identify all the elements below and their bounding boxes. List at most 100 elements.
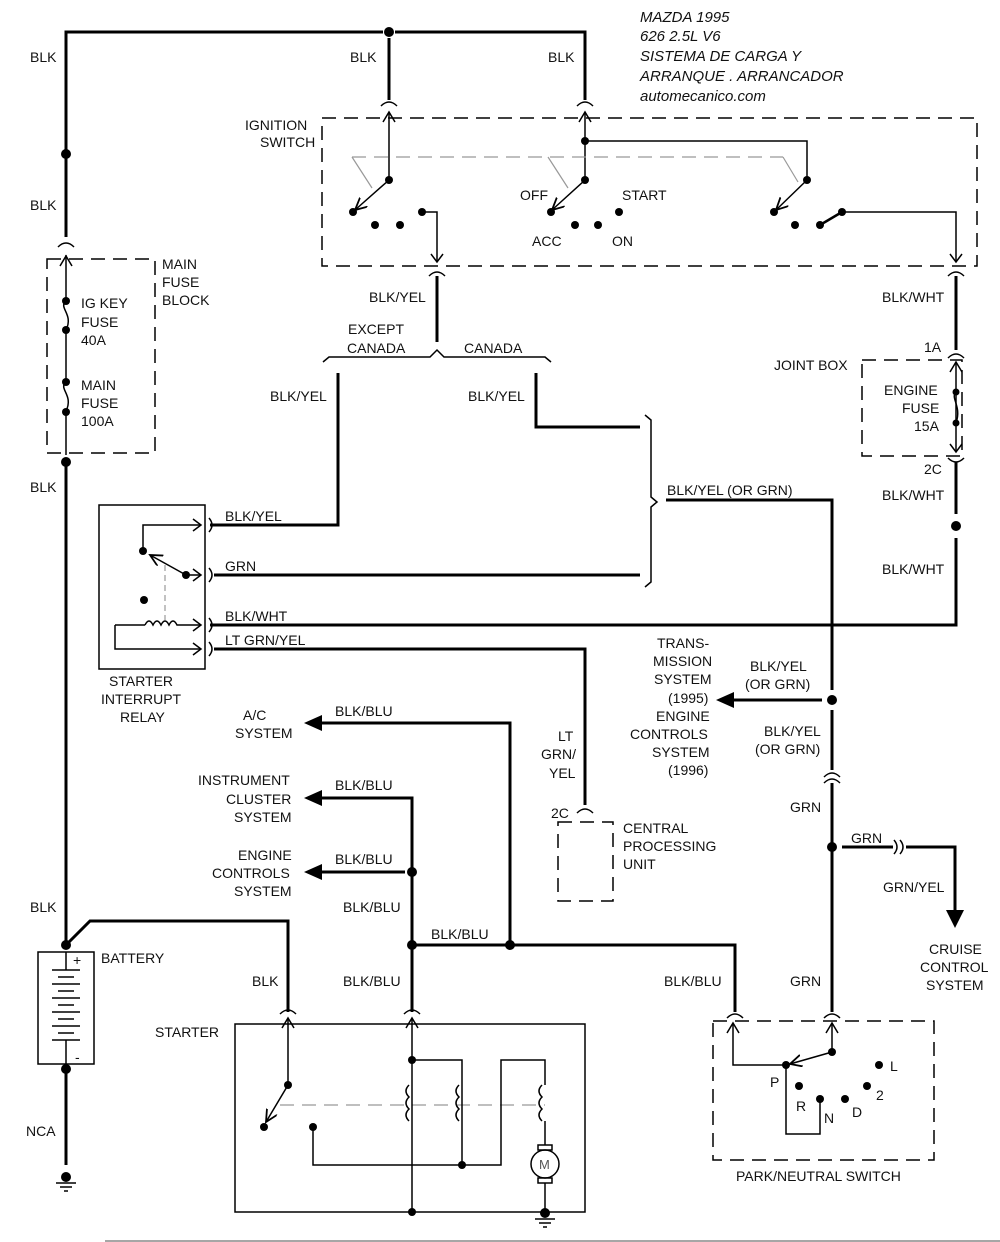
motor-label: M <box>539 1157 550 1172</box>
ignition-switch: IGNITION SWITCH OFF START ACC ON <box>245 101 978 277</box>
engine-controls-label-3: SYSTEM <box>234 883 292 899</box>
wire-label: BLK/WHT <box>225 608 288 624</box>
ground-icon <box>540 1208 550 1218</box>
instrument-cluster-label-2: CLUSTER <box>226 791 291 807</box>
engine-fuse-label-1: ENGINE <box>884 382 938 398</box>
ac-system-label-1: A/C <box>243 707 266 723</box>
cruise-label-2: CONTROL <box>920 959 989 975</box>
gear-position-r: R <box>796 1098 806 1114</box>
cpu-pin-2c: 2C <box>551 805 569 821</box>
park-neutral-label: PARK/NEUTRAL SWITCH <box>736 1168 901 1184</box>
battery-minus: - <box>75 1049 80 1065</box>
main-fuse-label-2: FUSE <box>81 395 118 411</box>
wire-label: BLK/BLU <box>335 777 393 793</box>
ignition-position-on: ON <box>612 233 633 249</box>
region-except-canada-2: CANADA <box>347 340 406 356</box>
ignition-position-start: START <box>622 187 667 203</box>
hold-in-coil-icon <box>455 1084 461 1122</box>
wire-label: BLK <box>350 49 377 65</box>
transmission-label-6: CONTROLS <box>630 726 708 742</box>
transmission-label-3: SYSTEM <box>654 671 712 687</box>
wire-label: BLK/BLU <box>343 973 401 989</box>
gear-position-n: N <box>824 1110 834 1126</box>
main-fuse-block-label-2: FUSE <box>162 274 199 290</box>
relay-label-1: STARTER <box>109 673 173 689</box>
transmission-label-5: ENGINE <box>656 708 710 724</box>
splice-dot <box>384 27 394 37</box>
transmission-label-7: SYSTEM <box>652 744 710 760</box>
ignition-position-acc: ACC <box>532 233 562 249</box>
arrow-left-icon <box>304 715 322 731</box>
wire-label: GRN <box>851 830 882 846</box>
title-line-3: SISTEMA DE CARGA Y <box>640 48 802 65</box>
relay-coil-icon <box>144 620 200 627</box>
diagram-title: MAZDA 1995 626 2.5L V6 SISTEMA DE CARGA … <box>639 9 844 105</box>
wire-label: BLK/YEL (OR GRN) <box>667 482 793 498</box>
pull-in-coil-icon <box>405 1084 411 1122</box>
joint-box-pin-2c: 2C <box>924 461 942 477</box>
ig-key-fuse-label-2: FUSE <box>81 314 118 330</box>
wire-label: BLK/YEL <box>369 289 426 305</box>
blk-yel-ignition-output: BLK/YEL EXCEPT CANADA CANADA BLK/YEL BLK… <box>210 276 640 527</box>
wire-label: BLK <box>30 479 57 495</box>
wire-label: BLK <box>30 197 57 213</box>
arrow-left-icon <box>304 864 322 880</box>
gear-position-2: 2 <box>876 1087 884 1103</box>
wire-label: BLK/YEL <box>468 388 525 404</box>
joint-box-pin-1a: 1A <box>924 339 942 355</box>
joint-box: BLK/WHT 1A JOINT BOX ENGINE FUSE 15A 2C … <box>210 276 965 627</box>
wire-label: GRN/ <box>541 746 576 762</box>
wire-label: BLK/WHT <box>882 289 945 305</box>
engine-controls-label-2: CONTROLS <box>212 865 290 881</box>
transmission-label-2: MISSION <box>653 653 712 669</box>
canada-brace: BLK/YEL (OR GRN) <box>644 414 834 690</box>
battery-plus: + <box>73 952 81 968</box>
region-split-brace <box>322 348 552 363</box>
title-line-2: 626 2.5L V6 <box>640 28 721 45</box>
battery-cells-icon <box>52 952 80 1064</box>
wire-label: BLK/BLU <box>431 926 489 942</box>
wire-label: BLK <box>548 49 575 65</box>
wire-label: BLK <box>30 49 57 65</box>
instrument-cluster-label-1: INSTRUMENT <box>198 772 290 788</box>
wire-label: BLK/YEL <box>225 508 282 524</box>
blk-blu-distribution: BLK/BLU A/C SYSTEM BLK/BLU INSTRUMENT CL… <box>198 703 737 1012</box>
cpu-label-3: UNIT <box>623 856 656 872</box>
gear-position-l: L <box>890 1058 898 1074</box>
arrow-left-icon <box>716 692 734 708</box>
title-line-4: ARRANQUE . ARRANCADOR <box>639 68 844 85</box>
starter-interrupt-relay: STARTER INTERRUPT RELAY BLK/YEL GRN BLK/… <box>98 504 640 805</box>
transmission-label-4: (1995) <box>668 690 708 706</box>
wire-label: BLK/BLU <box>664 973 722 989</box>
ground-icon <box>61 1172 71 1182</box>
cruise-label-3: SYSTEM <box>926 977 984 993</box>
battery-label: BATTERY <box>101 950 165 966</box>
wire-label: LT <box>558 728 574 744</box>
wire-label: BLK/YEL <box>270 388 327 404</box>
main-fuse-block-label-3: BLOCK <box>162 292 210 308</box>
title-line-5: automecanico.com <box>640 88 766 105</box>
ac-system-label-2: SYSTEM <box>235 725 293 741</box>
transmission-label-1: TRANS- <box>657 635 709 651</box>
wire-label: BLK/BLU <box>335 703 393 719</box>
ig-key-fuse-label-3: 40A <box>81 332 107 348</box>
title-line-1: MAZDA 1995 <box>640 9 730 26</box>
wire-label: GRN <box>225 558 256 574</box>
ignition-switch-label-2: SWITCH <box>260 134 315 150</box>
wire-label: LT GRN/YEL <box>225 632 306 648</box>
central-processing-unit: LT GRN/ YEL 2C CENTRAL PROCESSING UNIT <box>541 728 716 902</box>
wire-label: YEL <box>549 765 576 781</box>
relay-label-2: INTERRUPT <box>101 691 182 707</box>
battery: + - BATTERY NCA BLK <box>26 919 290 1192</box>
wire-label: BLK/YEL <box>750 658 807 674</box>
cruise-label-1: CRUISE <box>929 941 982 957</box>
park-neutral-switch: PARK/NEUTRAL SWITCH P R N D 2 L <box>712 945 935 1184</box>
wire-label: BLK/BLU <box>335 851 393 867</box>
field-coil-icon <box>538 1084 544 1122</box>
wire-label: (OR GRN) <box>755 741 820 757</box>
wire-label: BLK/YEL <box>764 723 821 739</box>
ignition-switch-label-1: IGNITION <box>245 117 307 133</box>
relay-label-3: RELAY <box>120 709 166 725</box>
main-fuse-label-1: MAIN <box>81 377 116 393</box>
